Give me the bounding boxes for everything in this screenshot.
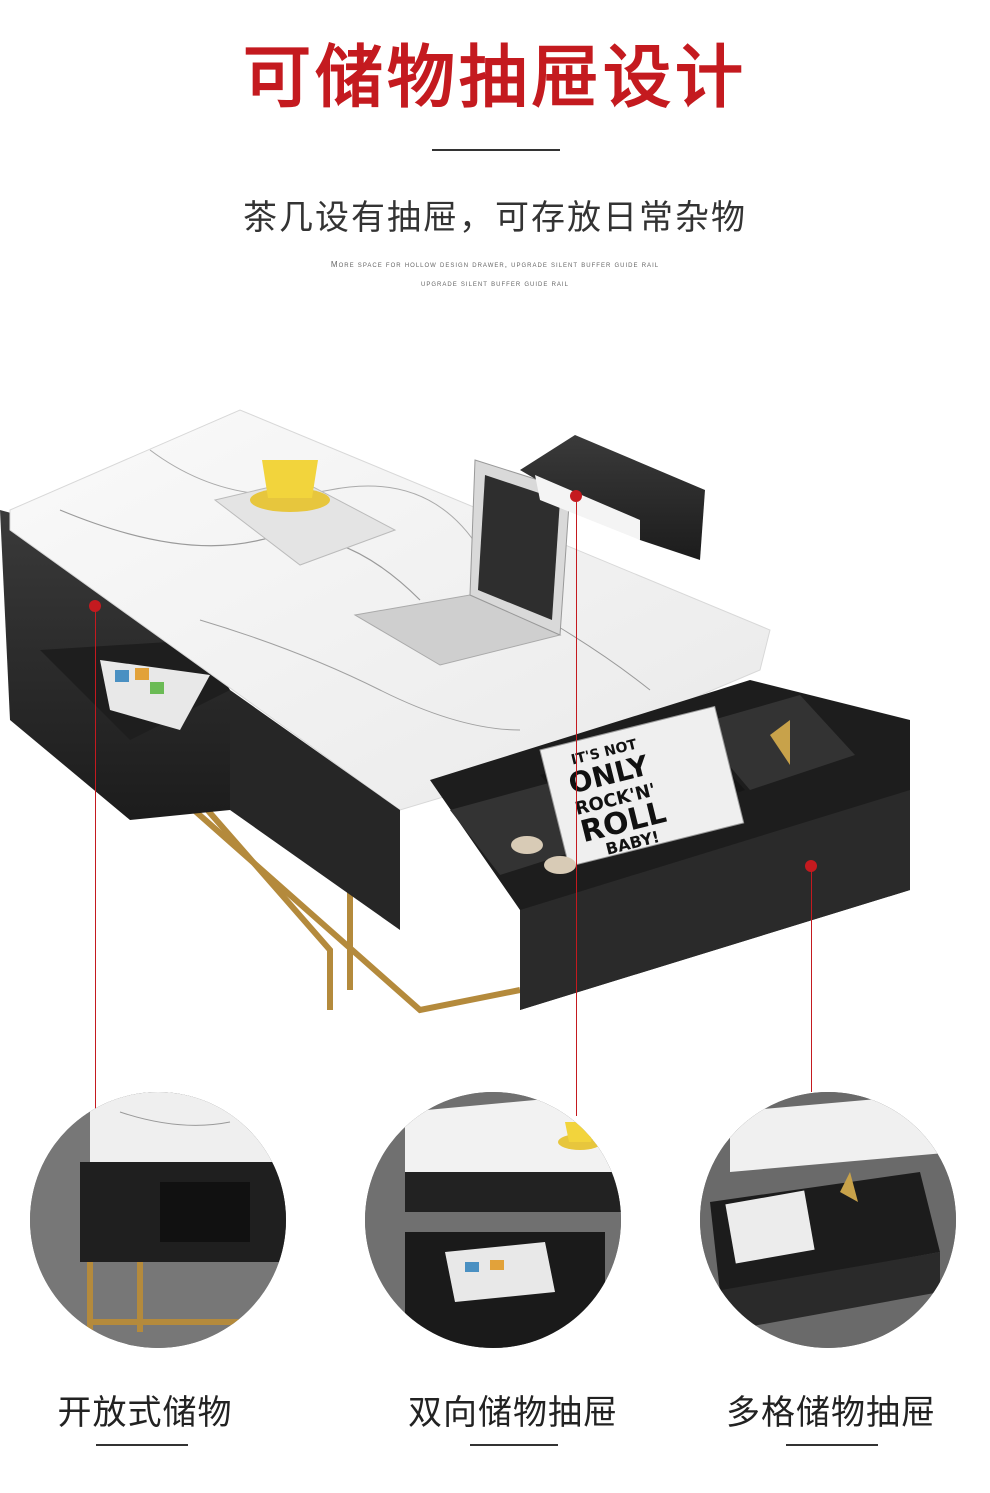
callout-line-multi-drawer [811, 866, 812, 1092]
feature-label-multi-drawer: 多格储物抽屉 [726, 1393, 936, 1433]
page-title: 可储物抽屉设计 [242, 39, 747, 118]
detail-two-way-drawer-image [365, 1092, 621, 1348]
feature-label-open-storage: 开放式储物 [57, 1393, 233, 1433]
feature-divider-open-storage [96, 1444, 188, 1446]
feature-label-two-way-drawer: 双向储物抽屉 [408, 1393, 618, 1433]
callout-line-two-way-drawer [576, 496, 577, 1116]
detail-open-storage-image [30, 1092, 286, 1348]
callout-line-open-storage [95, 606, 96, 1116]
coffee-table-image: IT'S NOT ONLY ROCK'N' ROLL BABY! [0, 390, 990, 1050]
english-caption-line-2: upgrade silent buffer guide rail [421, 279, 569, 288]
title-divider [432, 149, 560, 151]
detail-multi-drawer-image [700, 1092, 956, 1348]
english-caption-line-1: More space for hollow design drawer, upg… [330, 260, 660, 269]
page-subtitle: 茶几设有抽屉，可存放日常杂物 [243, 198, 747, 238]
feature-divider-multi-drawer [786, 1444, 878, 1446]
feature-divider-two-way-drawer [470, 1444, 558, 1446]
